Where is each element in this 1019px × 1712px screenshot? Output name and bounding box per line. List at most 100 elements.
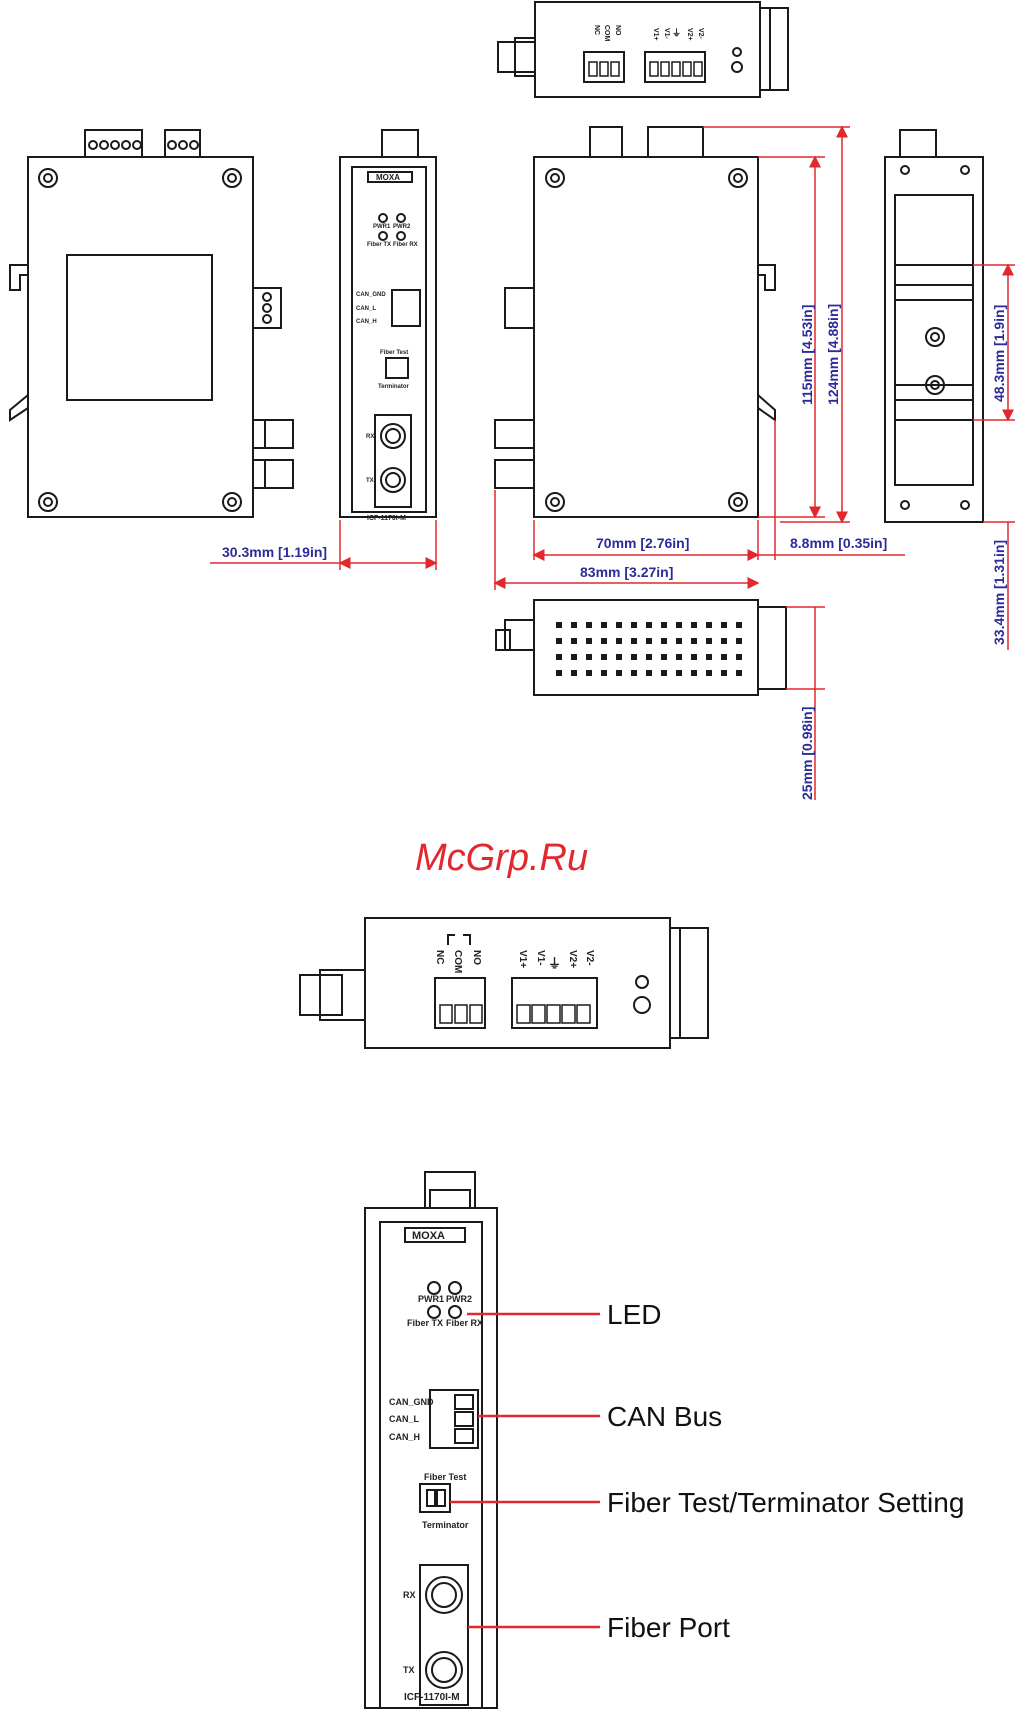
dim-height-124: 124mm [4.88in] <box>825 304 841 405</box>
label-fibertest: Fiber Test <box>424 1472 466 1482</box>
label-tx-small: TX <box>366 478 374 484</box>
vent-hole <box>631 654 637 660</box>
vent-hole <box>601 622 607 628</box>
label-fibertx: Fiber TX <box>407 1318 443 1328</box>
dimension-labels: 30.3mm [1.19in] 70mm [2.76in] 83mm [3.27… <box>222 304 1007 800</box>
label-com: COM <box>452 950 463 973</box>
vent-hole <box>616 622 622 628</box>
bottom-view <box>495 599 787 696</box>
label-v1minus-small: V1- <box>663 28 670 40</box>
dim-width-70: 70mm [2.76in] <box>596 535 689 551</box>
vent-hole <box>586 638 592 644</box>
vent-hole <box>571 622 577 628</box>
front-view-small-labels: MOXA PWR1 PWR2 Fiber TX Fiber RX CAN_GND… <box>356 173 418 522</box>
vent-hole <box>691 670 697 676</box>
rear-view <box>9 129 294 518</box>
model-label-small: ICF-1170I-M <box>367 515 406 522</box>
vent-hole <box>676 654 682 660</box>
vent-hole <box>706 622 712 628</box>
vent-hole <box>676 638 682 644</box>
dim-front-width: 30.3mm [1.19in] <box>222 544 327 560</box>
dim-bottom-25: 25mm [0.98in] <box>799 707 815 800</box>
top-view-small <box>497 1 789 98</box>
vent-hole <box>691 622 697 628</box>
vent-hole <box>706 638 712 644</box>
vent-hole <box>586 622 592 628</box>
label-tx: TX <box>403 1665 415 1675</box>
brand-logo: MOXA <box>412 1230 445 1242</box>
vent-hole <box>691 654 697 660</box>
vent-hole <box>706 654 712 660</box>
callout-can-bus: CAN Bus <box>607 1401 722 1432</box>
vent-hole <box>556 622 562 628</box>
vent-hole <box>616 670 622 676</box>
top-view-large-terminals <box>439 1004 591 1024</box>
callout-lines <box>450 1312 600 1629</box>
top-view-large-labels: NC COM NO V1+ V1- ⏚ V2+ V2- <box>434 950 595 973</box>
vent-hole <box>631 638 637 644</box>
vent-hole <box>556 638 562 644</box>
dim-height-115: 115mm [4.53in] <box>799 305 815 405</box>
vent-hole <box>676 670 682 676</box>
vent-hole <box>616 638 622 644</box>
label-v2minus-small: V2- <box>697 28 704 40</box>
rear-view-fasteners <box>38 140 272 512</box>
vent-hole <box>601 654 607 660</box>
front-view-large-labels: MOXA PWR1 PWR2 Fiber TX Fiber RX CAN_GND… <box>389 1230 483 1703</box>
label-fiberrx-small: Fiber RX <box>393 242 418 248</box>
label-ground: ⏚ <box>548 956 561 971</box>
top-view-large <box>299 917 709 1049</box>
vent-hole <box>736 622 742 628</box>
vent-hole <box>571 638 577 644</box>
label-fibertest-small: Fiber Test <box>380 350 408 356</box>
dim-din-48: 48.3mm [1.9in] <box>991 305 1007 402</box>
model-label: ICF-1170I-M <box>404 1692 460 1703</box>
callout-led: LED <box>607 1299 661 1330</box>
vent-hole <box>721 622 727 628</box>
vent-hole <box>721 670 727 676</box>
top-view-small-terminals <box>588 61 703 77</box>
vent-hole <box>736 654 742 660</box>
label-canl-small: CAN_L <box>356 306 376 312</box>
callout-fiber-port: Fiber Port <box>607 1612 730 1643</box>
label-nc-small: NC <box>593 25 600 35</box>
vent-hole <box>736 670 742 676</box>
vent-hole <box>571 654 577 660</box>
dimension-lines <box>210 125 1015 800</box>
vent-hole <box>646 638 652 644</box>
label-canh: CAN_H <box>389 1432 420 1442</box>
din-rail-view <box>884 129 984 523</box>
label-canh-small: CAN_H <box>356 319 377 325</box>
dim-depth-33: 33.4mm [1.31in] <box>991 540 1007 645</box>
watermark: McGrp.Ru <box>415 837 588 879</box>
vent-hole <box>556 654 562 660</box>
vent-hole <box>586 670 592 676</box>
label-rx: RX <box>403 1590 416 1600</box>
vent-hole <box>736 638 742 644</box>
label-com-small: COM <box>603 25 610 42</box>
label-ground-small: ⏚ <box>672 28 681 38</box>
label-v2minus: V2- <box>584 950 595 966</box>
vent-hole <box>661 654 667 660</box>
label-fiberrx: Fiber RX <box>446 1318 483 1328</box>
vent-hole <box>571 670 577 676</box>
callout-fiber-setting: Fiber Test/Terminator Setting <box>607 1487 964 1518</box>
label-pwr1: PWR1 <box>418 1294 444 1304</box>
label-no-small: NO <box>614 25 621 36</box>
label-canl: CAN_L <box>389 1414 420 1424</box>
vent-hole <box>691 638 697 644</box>
label-pwr1-small: PWR1 <box>373 224 391 230</box>
vent-hole <box>586 654 592 660</box>
vent-hole <box>661 670 667 676</box>
label-terminator-small: Terminator <box>378 384 410 390</box>
label-nc: NC <box>434 950 445 964</box>
label-v2plus: V2+ <box>567 950 578 968</box>
vent-hole <box>721 654 727 660</box>
vent-hole <box>661 622 667 628</box>
vent-hole <box>721 638 727 644</box>
side-view <box>494 126 776 518</box>
label-fibertx-small: Fiber TX <box>367 242 391 248</box>
vent-hole <box>601 638 607 644</box>
label-v1minus: V1- <box>535 950 546 966</box>
